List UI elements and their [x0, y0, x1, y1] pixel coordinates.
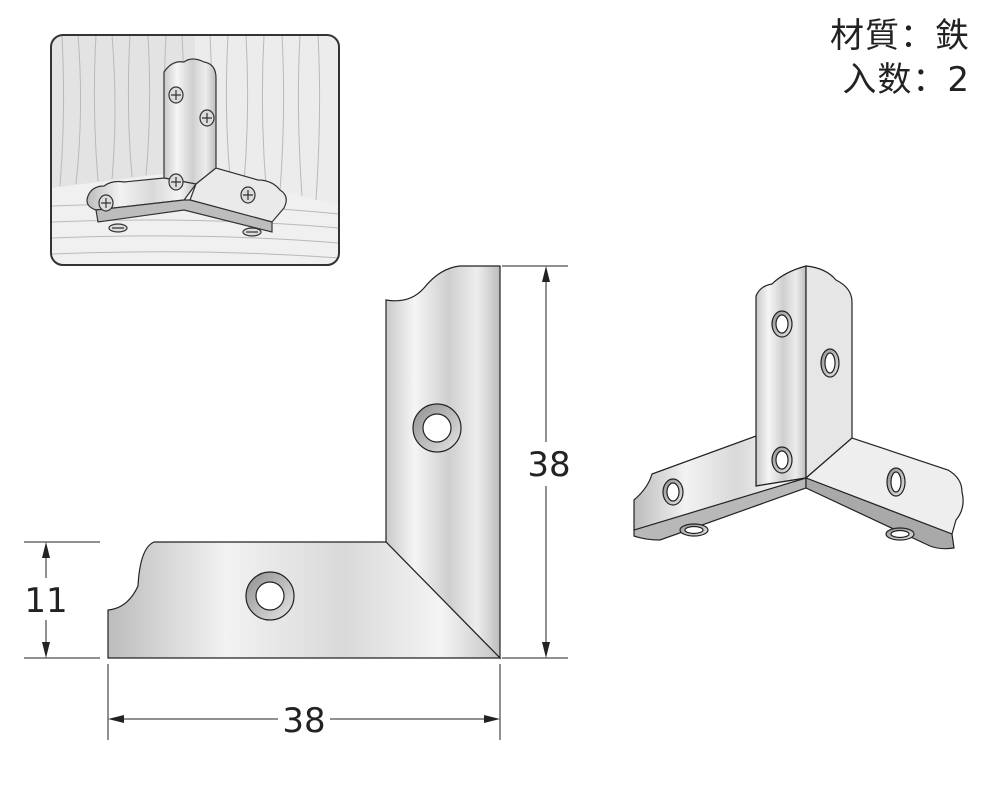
quantity-value: 2 [947, 60, 970, 100]
quantity-label: 入数 [842, 60, 913, 100]
material-label: 材質 [830, 16, 900, 56]
material-value: 鉄 [935, 16, 970, 56]
separator: ： [900, 16, 935, 56]
mounting-hole-icon [771, 446, 793, 474]
mounting-hole-icon [662, 478, 684, 506]
isometric-bracket [633, 265, 964, 550]
dimension-lines [24, 265, 568, 740]
quantity-line: 入数：2 [830, 58, 970, 102]
separator: ： [912, 60, 948, 100]
front-view-bracket [107, 265, 502, 660]
usage-illustration [50, 34, 340, 266]
mounting-hole-icon [886, 467, 906, 497]
mounting-hole-icon [771, 310, 793, 338]
mounting-hole-icon [412, 403, 462, 453]
side-height-dimension-label: 11 [24, 581, 67, 621]
spec-block: 材質：鉄 入数：2 [830, 14, 970, 102]
mounting-hole-icon [679, 523, 709, 537]
material-line: 材質：鉄 [830, 14, 970, 58]
mounting-hole-icon [820, 348, 840, 378]
height-dimension-label: 38 [527, 445, 570, 485]
screw-icons [98, 86, 262, 237]
mounting-hole-icon [245, 571, 295, 621]
width-dimension-label: 38 [282, 701, 325, 741]
mounting-hole-icon [885, 527, 915, 541]
